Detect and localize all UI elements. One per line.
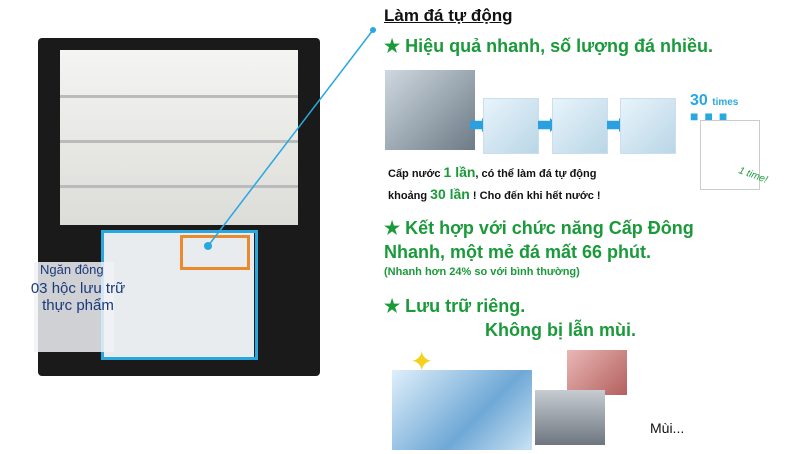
happy-person-illustration bbox=[700, 120, 760, 190]
times-count: 30 times bbox=[690, 92, 739, 109]
feature-separate-storage: ★ Lưu trữ riêng. bbox=[384, 296, 526, 316]
water-caption: Cấp nước 1 lần, có thể làm đá tự động kh… bbox=[388, 164, 601, 202]
ice-tray-photo bbox=[552, 98, 608, 154]
ice-tray-photo bbox=[620, 98, 676, 154]
feature-note: (Nhanh hơn 24% so với bình thường) bbox=[384, 266, 580, 278]
smell-label: Mùi... bbox=[650, 420, 685, 436]
freezer-label-backdrop bbox=[34, 262, 114, 352]
fish-photo bbox=[535, 390, 605, 445]
freezer-label: Ngăn đông bbox=[40, 262, 104, 277]
ice-maker-photo bbox=[385, 70, 475, 150]
section-title: Làm đá tự động bbox=[384, 6, 513, 25]
ice-tray-photo bbox=[483, 98, 539, 154]
feature-fast: ★ Hiệu quả nhanh, số lượng đá nhiều. bbox=[384, 36, 713, 56]
ice-cubes-photo bbox=[392, 370, 532, 450]
freezer-drawers bbox=[104, 232, 254, 360]
fridge-upper-compartment bbox=[60, 50, 298, 225]
feature-no-odor: Không bị lẫn mùi. bbox=[485, 320, 636, 340]
sparkle-icon: ✦ bbox=[410, 346, 434, 377]
meat-photo bbox=[567, 350, 627, 395]
freezer-description: 03 hộc lưu trữ thực phẩm bbox=[30, 280, 126, 314]
